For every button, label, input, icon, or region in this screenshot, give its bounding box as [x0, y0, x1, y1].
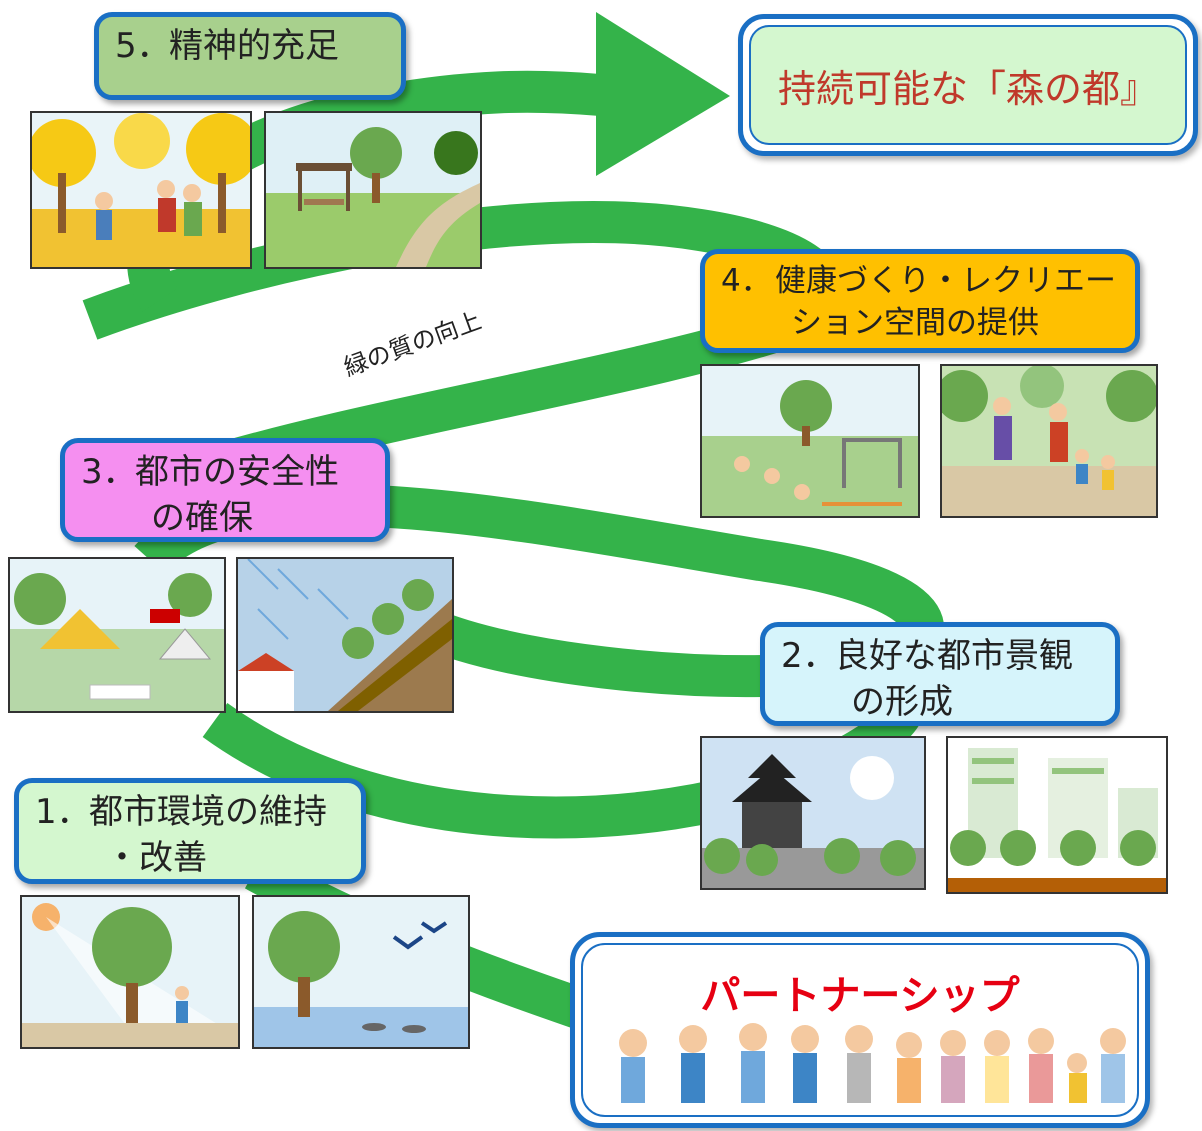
step-label: 健康づくり・レクリエー: [775, 263, 1116, 299]
illustration-green-buildings: [946, 736, 1168, 894]
illustration-rain-slope: [236, 557, 454, 713]
illustration-playground: [700, 364, 920, 518]
step-label-2: の形成: [851, 682, 953, 722]
step-2-box: 2．良好な都市景観 の形成: [760, 622, 1120, 726]
step-label: 都市の安全性: [135, 452, 339, 492]
illustration-disaster-camp: [8, 557, 226, 713]
step-1-box: 1．都市環境の維持 ・改善: [14, 778, 366, 884]
illustration-family-walk: [940, 364, 1158, 518]
step-label: 都市環境の維持: [89, 792, 327, 832]
step-label-2: ション空間の提供: [791, 305, 1039, 341]
step-number: 4．: [721, 263, 772, 299]
step-5-box: 5．精神的充足: [94, 12, 406, 100]
step-label: 精神的充足: [169, 26, 339, 66]
goal-text: 持続可能な「森の都』: [777, 66, 1158, 111]
partnership-title: パートナーシップ: [700, 973, 1020, 1019]
step-number: 1．: [35, 792, 91, 832]
step-label-2: ・改善: [105, 838, 207, 878]
step-3-box: 3．都市の安全性 の確保: [60, 438, 390, 542]
people-illustration: [619, 1023, 1126, 1103]
step-number: 5．: [115, 26, 171, 66]
arrow-head: [596, 12, 730, 176]
partnership-box: パートナーシップ: [570, 932, 1150, 1128]
illustration-castle: [700, 736, 926, 890]
step-number: 2．: [781, 636, 837, 676]
step-label: 良好な都市景観: [835, 636, 1073, 676]
step-label-2: の確保: [151, 498, 253, 538]
goal-box: 持続可能な「森の都』: [738, 14, 1198, 156]
illustration-sun-tree: [20, 895, 240, 1049]
illustration-autumn-ginkgo: [30, 111, 252, 269]
step-4-box: 4．健康づくり・レクリエー ション空間の提供: [700, 249, 1140, 353]
illustration-park-gazebo: [264, 111, 482, 269]
illustration-birds-fish: [252, 895, 470, 1049]
step-number: 3．: [81, 452, 137, 492]
